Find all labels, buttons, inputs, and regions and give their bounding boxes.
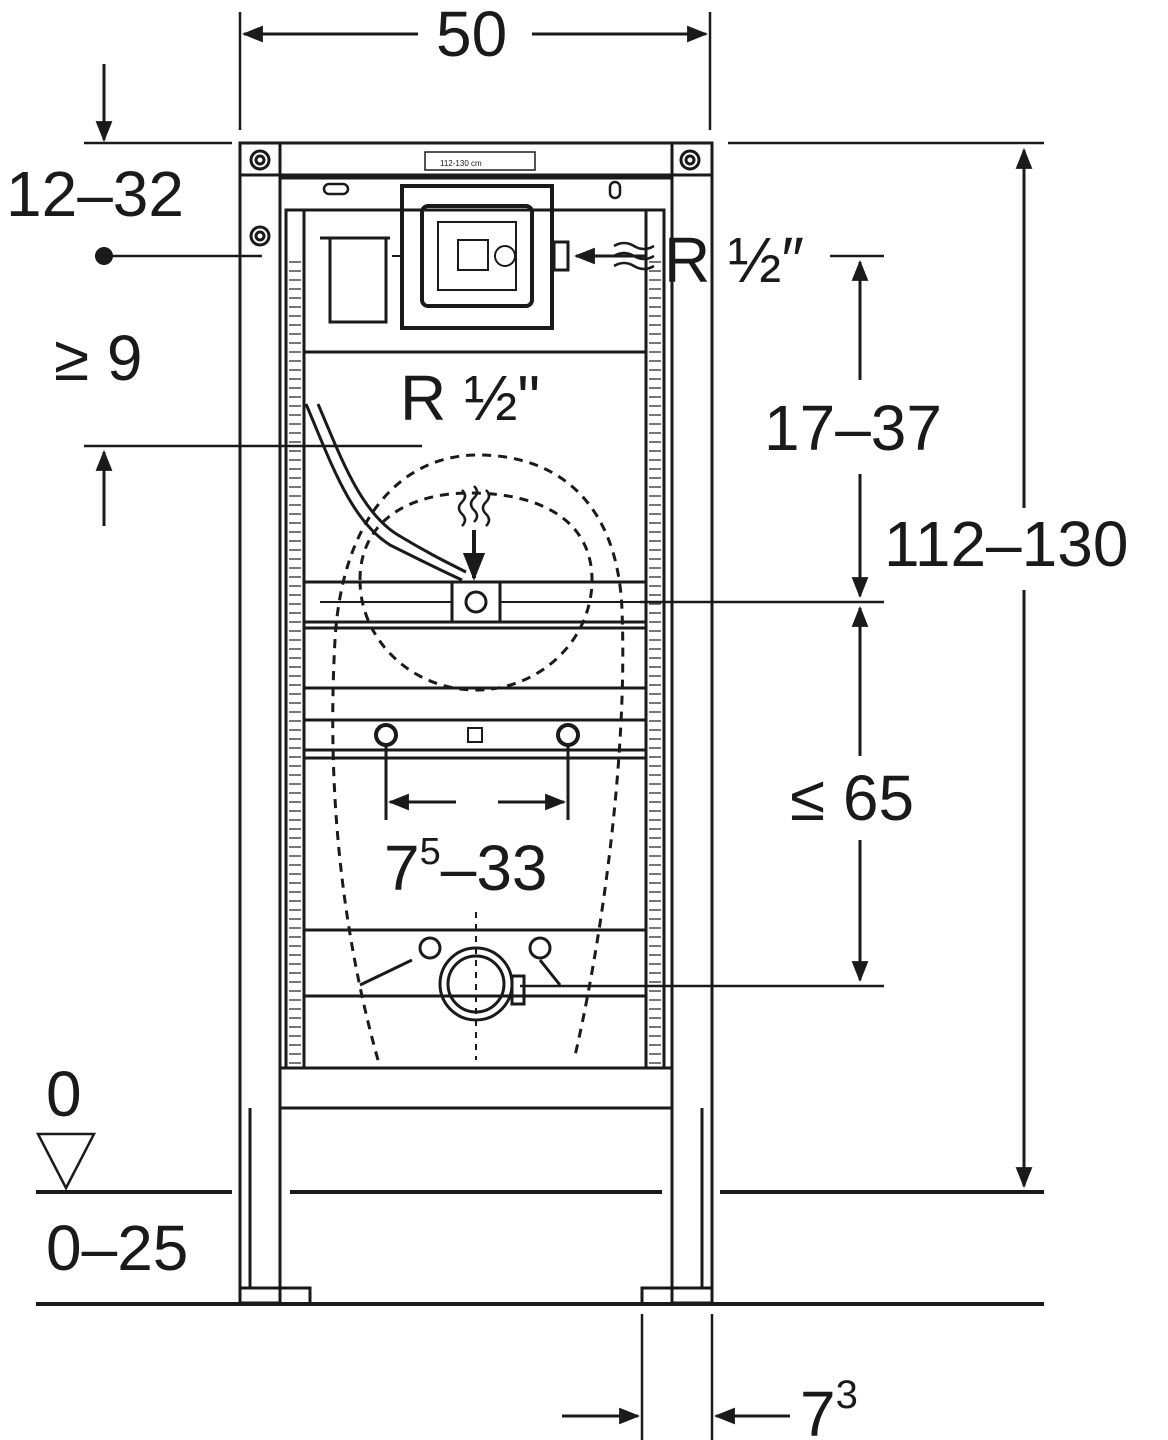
flush-control-box — [392, 184, 570, 330]
installation-frame — [238, 141, 714, 1306]
floor-lines — [36, 1190, 1044, 1306]
dimension-lines — [84, 12, 1044, 1440]
water-flow-icon — [457, 485, 491, 527]
supply-point-marker — [95, 247, 113, 265]
floor-level-icon — [35, 1132, 97, 1191]
frame-screws — [249, 149, 701, 247]
wavy-supply-icon — [613, 241, 655, 271]
supply-clearance-label: ≥ 9 — [54, 322, 143, 394]
supply-to-mid-label: 17–37 — [764, 392, 942, 464]
inlet-connection — [320, 580, 640, 624]
leg-depth-label: 73 — [800, 1373, 858, 1440]
mount-holes — [374, 723, 580, 820]
drain-fitting — [359, 912, 562, 1060]
frame-marking: 112-130 cm — [440, 159, 482, 168]
floor-level-label: 0 — [46, 1058, 82, 1130]
floor-build-up-label: 0–25 — [46, 1212, 188, 1284]
height-range-label: 112–130 — [884, 508, 1128, 580]
supply-inner-label: R ½" — [400, 362, 540, 434]
mount-spacing-label: 75–33 — [384, 831, 548, 904]
solenoid-block — [320, 236, 390, 324]
width-label: 50 — [436, 0, 507, 70]
mid-to-drain-label: ≤ 65 — [790, 762, 914, 834]
rail-perforations — [289, 261, 661, 1064]
top-offset-label: 12–32 — [6, 158, 184, 230]
urinal-outline — [331, 453, 625, 1061]
top-slots — [322, 180, 622, 200]
supply-right-label: R ½″ — [664, 224, 804, 296]
